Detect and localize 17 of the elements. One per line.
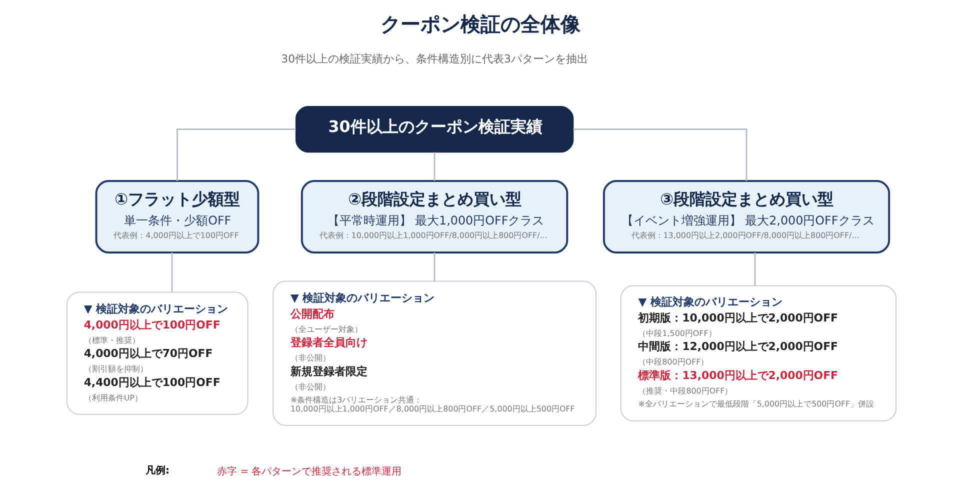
node-box: ▼ 検証対象のバリエーション 公開配布 （全ユーザー対象） 登録者全員向け （非公開） 新規登録者限定 （非公開） ※条件構造は3バリエーション共通：10,000円以上1,000円OFF／8,000円以上800円OFF／5,000円以上500円OFF <box>272 280 596 426</box>
node-box: ▼ 検証対象のバリエーション 4,000円以上で100円OFF （標準・推奨） 4,000円以上で70円OFF （割引額を抑制） 4,400円以上で100円OFF （利用条件UP） <box>66 292 248 415</box>
node-box: ▼ 検証対象のバリエーション 初期版：10,000円以上で2,000円OFF （中段1,500円OFF） 中間版：12,000円以上で2,000円OFF （中段800円OFF） 標準版：13,000円以上で2,000円OFF （推奨・中段800円OFF） ※全バリエーションで最低段階「5,000円以上で500円OFF」併設 <box>620 285 896 422</box>
node-box: ①フラット少額型 単一条件・少額OFF 代表例：4,000円以上で100円OFF <box>94 180 259 254</box>
connector <box>754 252 756 286</box>
node-box: ②段階設定まとめ買い型 【平常時運用】 最大1,000円OFFクラス 代表例：10,000円以上1,000円OFF/8,000円以上800円OFF/... <box>300 180 568 254</box>
connector <box>176 128 296 181</box>
node-box: 30件以上のクーポン検証実績 <box>294 106 574 153</box>
label: 30件以上の検証実績から、条件構造別に代表3パターンを抽出 <box>280 52 588 66</box>
connector <box>433 252 435 282</box>
connector <box>433 152 435 181</box>
node-box: ③段階設定まとめ買い型 【イベント増強運用】 最大2,000円OFFクラス 代表例：13,000円以上2,000円OFF/8,000円以上800円OFF/... <box>602 180 890 254</box>
diagram-title: クーポン検証の全体像 <box>380 12 580 36</box>
connector <box>572 128 747 181</box>
legend-label: 赤字 = 各パターンで推奨される標準運用 <box>216 466 402 478</box>
label: 凡例: <box>144 466 169 477</box>
connector <box>170 252 172 292</box>
